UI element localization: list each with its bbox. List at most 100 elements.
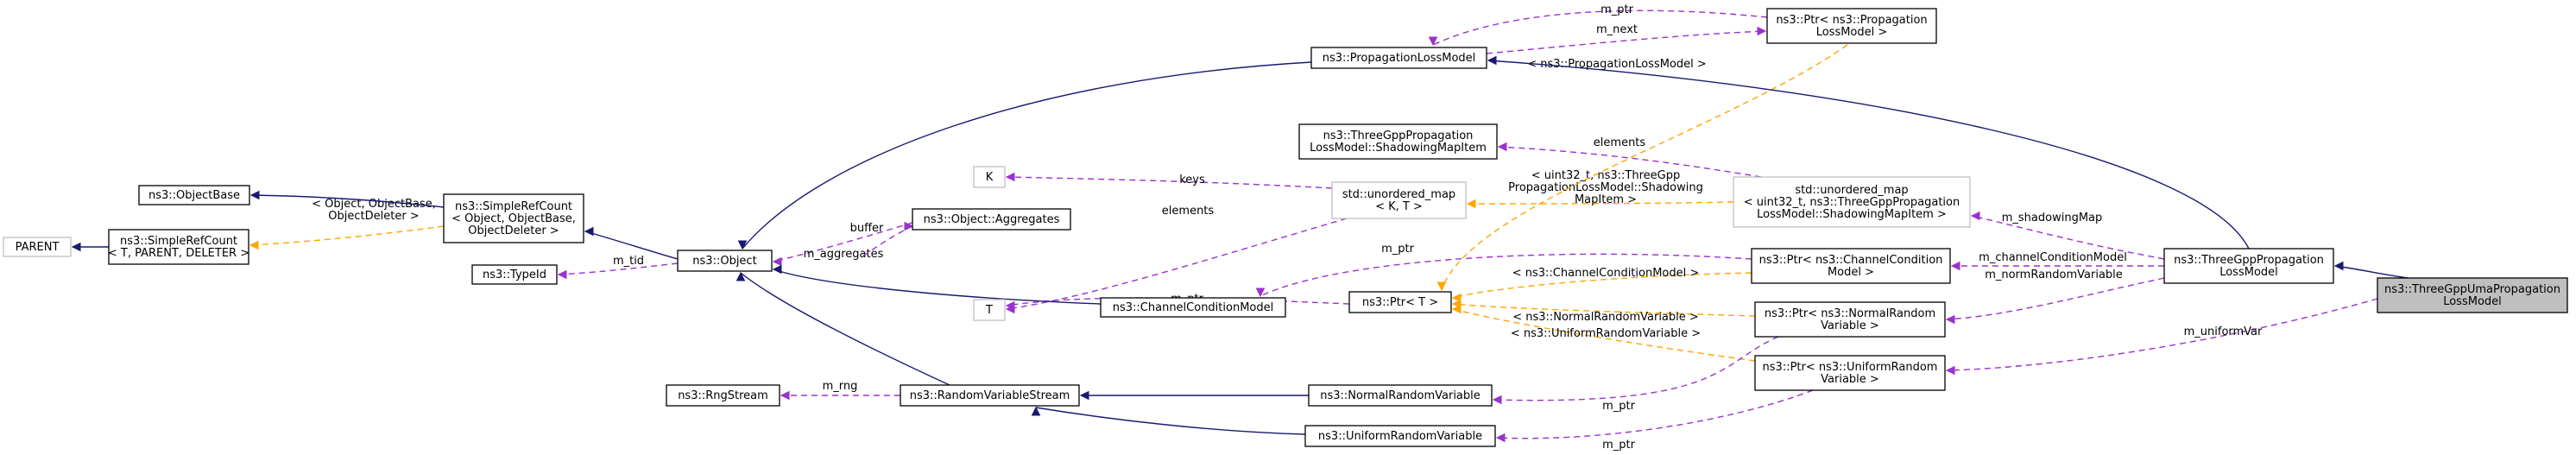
arrowhead: [1005, 300, 1015, 311]
arrowhead: [904, 221, 914, 231]
node-box: [1754, 301, 1946, 338]
arrowhead: [2333, 261, 2344, 271]
node-aggregates[interactable]: ns3::Object::Aggregates: [912, 208, 1071, 231]
edge-line: [742, 61, 1312, 250]
node-unordered-map-kt[interactable]: std::unordered_map< K, T >: [1331, 181, 1467, 219]
node-box: [443, 193, 584, 243]
node-ptr-propagation[interactable]: ns3::Ptr< ns3::PropagationLossModel >: [1766, 8, 1937, 44]
edge-rng: m_rng: [780, 380, 901, 401]
edge-line: [862, 225, 913, 256]
node-label: ns3::ThreeGppPropagation: [1323, 130, 1474, 142]
node-unordered-map-shadow[interactable]: std::unordered_map< uint32_t, ns3::Three…: [1733, 176, 1971, 228]
node-t[interactable]: T: [973, 299, 1006, 321]
edge-objectbase: [249, 190, 445, 208]
node-propagation-loss-model[interactable]: ns3::PropagationLossModel: [1310, 47, 1487, 69]
node-objectbase[interactable]: ns3::ObjectBase: [138, 185, 250, 205]
edge-line: [773, 222, 913, 262]
edge-line: [773, 269, 1102, 305]
node-label: < Object, ObjectBase,: [451, 212, 576, 225]
node-simplerefcount-obj[interactable]: ns3::SimpleRefCount< Object, ObjectBase,…: [443, 193, 584, 243]
node-label: ns3::RandomVariableStream: [910, 389, 1070, 402]
node-label: LossModel: [2219, 266, 2278, 279]
edge-label: elements: [1594, 136, 1646, 149]
node-box: [1751, 248, 1951, 284]
node-label: ns3::ThreeGppUmaPropagation: [2384, 283, 2560, 296]
node-box: [1298, 123, 1498, 160]
node-box: [1308, 384, 1493, 407]
arrowhead: [71, 242, 81, 252]
edge-line: [1006, 218, 1348, 310]
node-label: LossModel::ShadowingMapItem >: [1757, 208, 1947, 221]
node-random-variable-stream[interactable]: ns3::RandomVariableStream: [900, 384, 1080, 407]
arrowhead: [1255, 288, 1266, 298]
edge-ccm-object: [772, 264, 1102, 305]
arrowhead: [1436, 281, 1447, 292]
node-label: ns3::PropagationLossModel: [1323, 52, 1476, 65]
node-uniform-random-variable[interactable]: ns3::UniformRandomVariable: [1304, 425, 1496, 447]
node-label: < T, PARENT, DELETER >: [108, 247, 249, 260]
edge-keys: keys: [1005, 172, 1333, 189]
edge-line: [1486, 30, 1766, 54]
edge-uma-tgpp: [2333, 261, 2409, 279]
node-rngstream[interactable]: ns3::RngStream: [666, 384, 780, 407]
edge-label: m_tid: [613, 255, 644, 268]
edge-line: [2334, 265, 2409, 279]
node-object[interactable]: ns3::Object: [677, 250, 773, 272]
node-k[interactable]: K: [973, 166, 1006, 188]
node-shadowing-item[interactable]: ns3::ThreeGppPropagationLossModel::Shado…: [1298, 123, 1498, 160]
edge-ptr-cc-template: < ns3::ChannelConditionModel >: [1451, 267, 1752, 303]
edge-label: m_next: [1596, 23, 1638, 36]
node-box: [1733, 176, 1971, 228]
node-label: LossModel::ShadowingMapItem: [1310, 142, 1487, 155]
node-ptr-channel-condition[interactable]: ns3::Ptr< ns3::ChannelConditionModel >: [1751, 248, 1951, 284]
node-box: [3, 237, 72, 257]
edge-simple-template: < Object, ObjectBase,ObjectDeleter >: [249, 198, 445, 250]
edge-label: < ns3::ChannelConditionModel >: [1512, 267, 1700, 280]
edge-label: < ns3::UniformRandomVariable >: [1511, 327, 1701, 340]
arrowhead: [772, 264, 782, 275]
edge-line: [250, 194, 445, 208]
edge-simple-object: [584, 226, 679, 260]
edge-rvs-object: [736, 271, 950, 386]
edge-ptr-normal-template: < ns3::NormalRandomVariable >: [1451, 299, 1756, 324]
arrowhead: [737, 240, 748, 250]
node-typeid[interactable]: ns3::TypeId: [471, 264, 558, 285]
edge-kt-template: < uint32_t, ns3::ThreeGppPropagationLoss…: [1466, 169, 1734, 209]
arrowhead: [1970, 211, 1980, 221]
arrowhead: [249, 240, 259, 250]
edge-label: ObjectDeleter >: [328, 210, 419, 223]
edge-uniform-rvs: [1031, 406, 1306, 435]
edge-label: elements: [1162, 205, 1215, 218]
edge-line: [1946, 277, 2165, 320]
arrowhead: [1945, 314, 1955, 325]
node-parent[interactable]: PARENT: [3, 237, 72, 257]
node-ptr-normal[interactable]: ns3::Ptr< ns3::NormalRandomVariable >: [1754, 301, 1946, 338]
node-ptr-uniform[interactable]: ns3::Ptr< ns3::UniformRandomVariable >: [1754, 355, 1946, 391]
node-label: ns3::Ptr< ns3::Propagation: [1776, 14, 1927, 27]
node-normal-random-variable[interactable]: ns3::NormalRandomVariable: [1308, 384, 1493, 407]
node-box: [912, 208, 1071, 231]
node-label: ns3::Object: [692, 255, 756, 268]
node-label: PARENT: [16, 241, 60, 254]
arrowhead: [780, 390, 790, 401]
node-label: ns3::Ptr< T >: [1362, 296, 1438, 309]
node-channel-condition-model[interactable]: ns3::ChannelConditionModel: [1100, 297, 1286, 318]
node-label: ObjectDeleter >: [468, 224, 559, 237]
node-simplerefcount-t[interactable]: ns3::SimpleRefCount< T, PARENT, DELETER …: [108, 229, 249, 265]
edge-line: [1452, 308, 1756, 362]
arrowhead: [584, 226, 594, 237]
arrowhead: [1757, 26, 1767, 36]
node-box: [1348, 291, 1452, 313]
node-ptr-t[interactable]: ns3::Ptr< T >: [1348, 291, 1452, 313]
node-label: std::unordered_map: [1342, 188, 1455, 201]
node-label: Model >: [1828, 266, 1874, 279]
node-box: [1304, 425, 1496, 447]
node-label: < uint32_t, ns3::ThreeGppPropagation: [1744, 196, 1960, 209]
arrowhead: [1950, 261, 1960, 271]
edge-ccm-mptr: m_ptr: [1255, 243, 1752, 298]
node-box: [973, 299, 1006, 321]
arrowhead: [1428, 36, 1438, 47]
